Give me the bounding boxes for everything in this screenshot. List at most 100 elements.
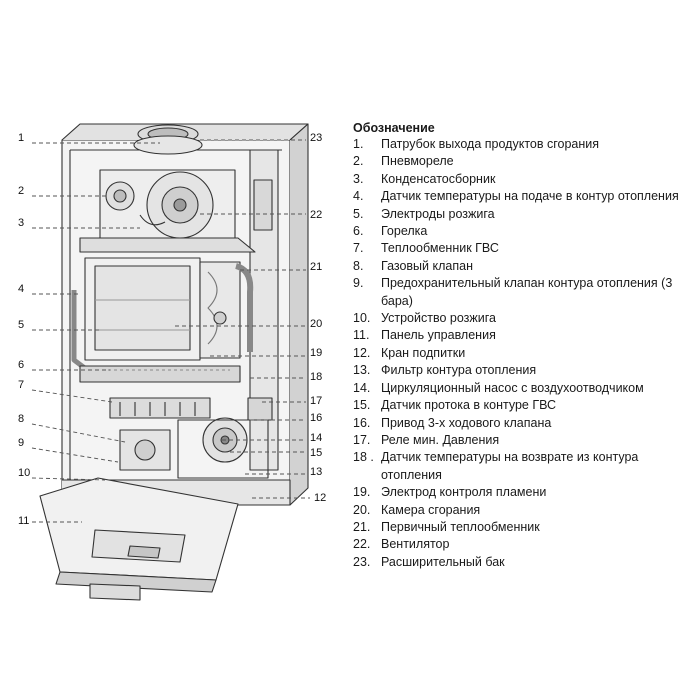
callout-12: 12 <box>314 492 326 504</box>
legend-item: 3. Конденсатосборник <box>353 171 693 188</box>
callout-17: 17 <box>310 395 322 407</box>
legend-item-number: 13. <box>353 363 371 378</box>
legend-item-text: Вентилятор <box>381 537 450 552</box>
legend-item-text: Патрубок выхода продуктов сгорания <box>381 137 600 151</box>
combustion-hood <box>79 237 256 253</box>
legend: Обозначение 1. Патрубок выхода продуктов … <box>353 121 693 571</box>
right-callouts: 23 22 21 20 19 18 17 16 14 15 13 12 <box>310 132 326 504</box>
legend-item-text: Газовый клапан <box>381 258 473 273</box>
left-callouts: 1 2 3 4 5 6 7 8 9 10 11 <box>18 132 30 527</box>
callout-8: 8 <box>18 413 24 425</box>
hydraulic-block <box>177 419 269 479</box>
legend-item: 5. Электроды розжига <box>353 206 693 223</box>
legend-item-number: 23. <box>353 554 371 569</box>
legend-title: Обозначение <box>353 121 435 135</box>
combustion-chamber <box>84 257 201 361</box>
three-way-valve <box>247 397 273 421</box>
leader-lines <box>31 139 310 523</box>
callout-6: 6 <box>18 359 24 371</box>
legend-item-number: 19. <box>353 485 371 500</box>
fan-assembly <box>99 169 236 249</box>
legend-item-text: Циркуляционный насос с воздухоотводчиком <box>381 380 644 395</box>
legend-item: 17. Реле мин. Давления <box>353 432 693 449</box>
legend-item-text: Кран подпитки <box>381 345 466 360</box>
callout-7: 7 <box>18 379 24 391</box>
legend-item-number: 10. <box>353 311 371 326</box>
boiler-diagram: 1 2 3 4 5 6 7 8 9 10 11 23 22 21 20 19 1… <box>18 123 326 601</box>
callout-16: 16 <box>310 412 322 424</box>
legend-item-number: 2. <box>353 154 364 169</box>
legend-item: 23.Расширительный бак <box>353 554 693 571</box>
burner <box>79 365 241 383</box>
legend-item: 2. Пневмореле <box>353 153 693 170</box>
legend-item: 12.Кран подпитки <box>353 345 693 362</box>
legend-item-text: Датчик температуры на возврате из контур… <box>381 450 639 482</box>
legend-list: 1. Патрубок выхода продуктов сгорания 2. П… <box>353 136 693 571</box>
callout-14: 14 <box>310 432 322 444</box>
legend-item: 10. Устройство розжига <box>353 310 693 327</box>
primary-heat-exchanger <box>199 261 241 359</box>
legend-item-text: Конденсатосборник <box>381 171 496 186</box>
legend-item-text: Электрод контроля пламени <box>381 485 547 500</box>
legend-item: 18 .Датчик температуры на возврате из ко… <box>353 449 693 484</box>
dhw-heat-exchanger <box>109 397 211 419</box>
legend-item: 21. Первичный теплообменник <box>353 519 693 536</box>
legend-item-number: 6. <box>353 224 364 239</box>
legend-item-number: 16. <box>353 415 371 430</box>
legend-item-text: Электроды розжига <box>381 206 495 221</box>
legend-item: 1. Патрубок выхода продуктов сгорания <box>353 136 693 153</box>
legend-item-number: 8. <box>353 258 364 273</box>
legend-item-text: Привод 3-х ходового клапана <box>381 415 552 430</box>
callout-1: 1 <box>18 132 24 144</box>
legend-item-text: Датчик протока в контуре ГВС <box>381 398 557 413</box>
callout-9: 9 <box>18 437 24 449</box>
legend-item-number: 4. <box>353 189 364 204</box>
legend-item-number: 3. <box>353 171 364 186</box>
legend-item-number: 9. <box>353 276 364 291</box>
legend-item: 14.Циркуляционный насос с воздухоотводчи… <box>353 380 693 397</box>
callout-11: 11 <box>18 515 29 527</box>
legend-item-text: Камера сгорания <box>381 502 481 517</box>
legend-item: 9. Предохранительный клапан контура отопл… <box>353 275 693 310</box>
legend-item-number: 7. <box>353 241 364 256</box>
legend-item-text: Теплообменник ГВС <box>381 241 499 256</box>
legend-item-text: Пневмореле <box>381 154 454 169</box>
legend-item-number: 17. <box>353 432 371 447</box>
legend-item-number: 21. <box>353 519 371 534</box>
legend-item-number: 1. <box>353 137 364 151</box>
legend-item: 4. Датчик температуры на подаче в контур … <box>353 188 693 205</box>
legend-item: 19. Электрод контроля пламени <box>353 484 693 501</box>
legend-item-text: Первичный теплообменник <box>381 519 540 534</box>
flow-pipe <box>235 263 254 352</box>
legend-item: 7. Теплообменник ГВС <box>353 240 693 257</box>
callout-5: 5 <box>18 319 24 331</box>
callout-23: 23 <box>310 132 322 144</box>
callout-20: 20 <box>310 318 322 330</box>
legend-item-text: Фильтр контура отопления <box>381 363 537 378</box>
legend-item: 20.Камера сгорания <box>353 502 693 519</box>
legend-item-number: 15. <box>353 398 371 413</box>
legend-item-number: 22. <box>353 537 371 552</box>
legend-item-text: Устройство розжига <box>381 311 496 326</box>
legend-item-number: 5. <box>353 206 364 221</box>
expansion-tank <box>249 149 279 471</box>
callout-13: 13 <box>310 466 322 478</box>
legend-item: 13. Фильтр контура отопления <box>353 362 693 379</box>
legend-item-number: 11. <box>353 328 370 343</box>
legend-item-text: Панель управления <box>381 328 496 343</box>
callout-15: 15 <box>310 447 322 459</box>
callout-2: 2 <box>18 185 24 197</box>
legend-item: 11. Панель управления <box>353 327 693 344</box>
legend-item-text: Горелка <box>381 224 428 239</box>
legend-item-text: Предохранительный клапан контура отоплен… <box>381 276 673 308</box>
callout-22: 22 <box>310 209 322 221</box>
legend-item: 8. Газовый клапан <box>353 258 693 275</box>
callout-19: 19 <box>310 347 322 359</box>
control-panel <box>39 477 239 601</box>
callout-4: 4 <box>18 283 24 295</box>
callout-3: 3 <box>18 217 24 229</box>
legend-item-text: Реле мин. Давления <box>381 432 500 447</box>
legend-item: 15. Датчик протока в контуре ГВС <box>353 397 693 414</box>
callout-10: 10 <box>18 467 30 479</box>
legend-item-text: Датчик температуры на подаче в контур от… <box>381 189 679 204</box>
